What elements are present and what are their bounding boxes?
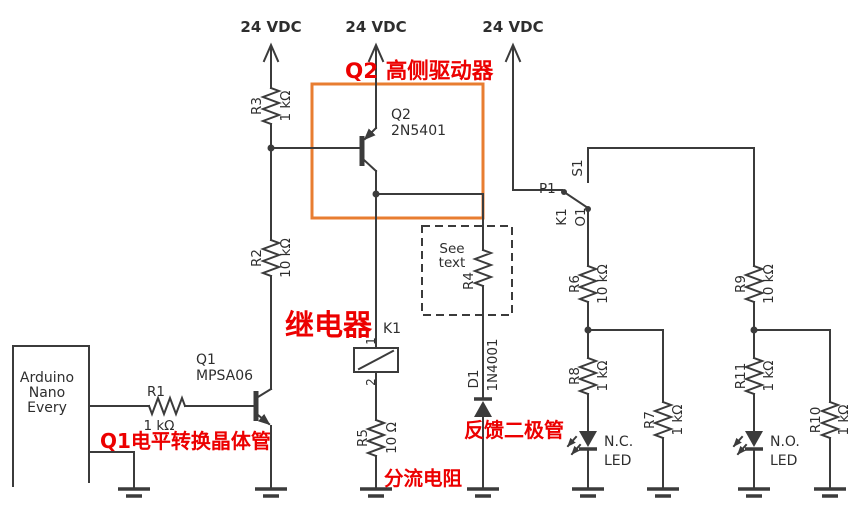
switch-k1-label: K1 — [554, 208, 570, 225]
k1-ref-label: K1 — [383, 321, 401, 337]
q2-ref-label: Q2 — [391, 107, 411, 123]
r8-ref-label: R8 — [567, 367, 583, 385]
r4-ref-label: R4 — [461, 272, 477, 290]
diode-d1-symbol — [474, 401, 492, 417]
r4-see-text-dashed-box — [421, 225, 513, 316]
led-no-label-line2: LED — [770, 453, 797, 469]
annotation-shunt-resistor: 分流电阻 — [384, 467, 463, 490]
switch-s1-label: S1 — [570, 159, 586, 176]
q2-emitter-arrow — [363, 126, 378, 141]
r10-ref-label: R10 — [808, 407, 824, 434]
q1-ref-label: Q1 — [196, 352, 216, 368]
r3-value-label: 1 kΩ — [278, 90, 294, 121]
annotation-q2-driver: Q2 高侧驱动器 — [345, 58, 494, 84]
r7-value-label: 1 kΩ — [670, 404, 686, 435]
resistor-r7-symbol — [652, 400, 674, 440]
r5-value-label: 10 Ω — [384, 422, 400, 454]
ground-icon — [255, 487, 287, 498]
r1-value-label: 1 kΩ — [143, 418, 174, 434]
r4-note-line2: text — [439, 255, 466, 271]
resistor-r6-symbol — [577, 264, 599, 304]
led-nc-symbol — [579, 431, 597, 447]
relay-contact-switch — [561, 147, 755, 267]
d1-ref-label: D1 — [466, 370, 482, 389]
power-rail-1 — [260, 42, 282, 390]
led-nc-label-line2: LED — [604, 453, 631, 469]
led-no-label-line1: N.O. — [770, 434, 800, 450]
rail2-label: 24 VDC — [345, 18, 406, 36]
r5-ref-label: R5 — [355, 429, 371, 447]
arduino-label-line2: Nano — [29, 385, 66, 401]
transistor-q1 — [88, 387, 287, 498]
led-no-symbol — [745, 431, 763, 447]
r2-ref-label: R2 — [249, 249, 265, 267]
r9-ref-label: R9 — [733, 275, 749, 293]
k1-pin2-label: 2 — [364, 378, 378, 386]
k1-pin1-label: 1 — [364, 337, 378, 345]
q1-part-label: MPSA06 — [196, 368, 253, 384]
no-led-branch — [732, 264, 846, 498]
led-nc-label-line1: N.C. — [604, 434, 633, 450]
rail1-label: 24 VDC — [240, 18, 301, 36]
r8-value-label: 1 kΩ — [595, 360, 611, 391]
resistor-r11-symbol — [743, 356, 765, 396]
resistor-r1-symbol — [147, 395, 187, 417]
resistor-r5-symbol — [365, 418, 387, 458]
arduino-label-line1: Arduino — [20, 370, 74, 386]
resistor-r8-symbol — [577, 356, 599, 396]
led-light-arrow-icon — [570, 443, 582, 456]
switch-o1-label: O1 — [573, 207, 589, 226]
q2-part-label: 2N5401 — [391, 123, 446, 139]
ground-icon — [360, 487, 392, 498]
ground-icon — [814, 487, 846, 498]
resistor-r2-symbol — [260, 238, 282, 278]
relay-k1 — [353, 193, 399, 498]
q1-emitter-arrow — [256, 413, 271, 426]
q2-highlight-box — [310, 82, 485, 220]
rail3-label: 24 VDC — [482, 18, 543, 36]
nc-led-branch — [566, 264, 679, 498]
ground-icon — [647, 487, 679, 498]
power-arrow-icon — [262, 42, 280, 63]
d1-part-label: 1N4001 — [485, 338, 501, 391]
resistor-r9-symbol — [743, 264, 765, 304]
r3-ref-label: R3 — [249, 97, 265, 115]
feedback-diode-branch — [467, 193, 499, 498]
power-arrow-icon — [367, 42, 385, 63]
power-arrow-icon — [504, 42, 522, 63]
r9-value-label: 10 kΩ — [761, 264, 777, 304]
r10-value-label: 1 kΩ — [836, 404, 852, 435]
annotation-q1-level-shifter: Q1电平转换晶体管 — [100, 429, 271, 453]
resistor-r10-symbol — [819, 400, 841, 440]
r11-value-label: 1 kΩ — [761, 360, 777, 391]
annotation-feedback-diode: 反馈二极管 — [464, 418, 564, 442]
r6-ref-label: R6 — [567, 275, 583, 293]
power-rail-3 — [504, 42, 563, 191]
ground-icon — [738, 487, 770, 498]
switch-p1-label: P1 — [539, 181, 556, 197]
ground-icon — [118, 487, 150, 498]
ground-icon — [572, 487, 604, 498]
transistor-q2 — [270, 126, 484, 198]
r4-note-line1: See — [439, 241, 464, 257]
r11-ref-label: R11 — [733, 363, 749, 390]
led-light-arrow-icon — [736, 443, 748, 456]
resistor-r3-symbol — [260, 86, 282, 126]
arduino-label-line3: Every — [27, 400, 67, 416]
r6-value-label: 10 kΩ — [595, 264, 611, 304]
led-light-arrow-icon — [566, 435, 578, 448]
power-rail-2 — [367, 42, 385, 129]
annotation-relay: 继电器 — [285, 308, 373, 342]
r2-value-label: 10 kΩ — [278, 238, 294, 278]
r7-ref-label: R7 — [642, 411, 658, 429]
switch-blade — [562, 190, 590, 210]
resistor-r4-symbol — [472, 248, 494, 288]
led-light-arrow-icon — [732, 435, 744, 448]
ground-icon — [467, 487, 499, 498]
arduino-module — [12, 345, 150, 498]
r1-ref-label: R1 — [147, 384, 165, 400]
